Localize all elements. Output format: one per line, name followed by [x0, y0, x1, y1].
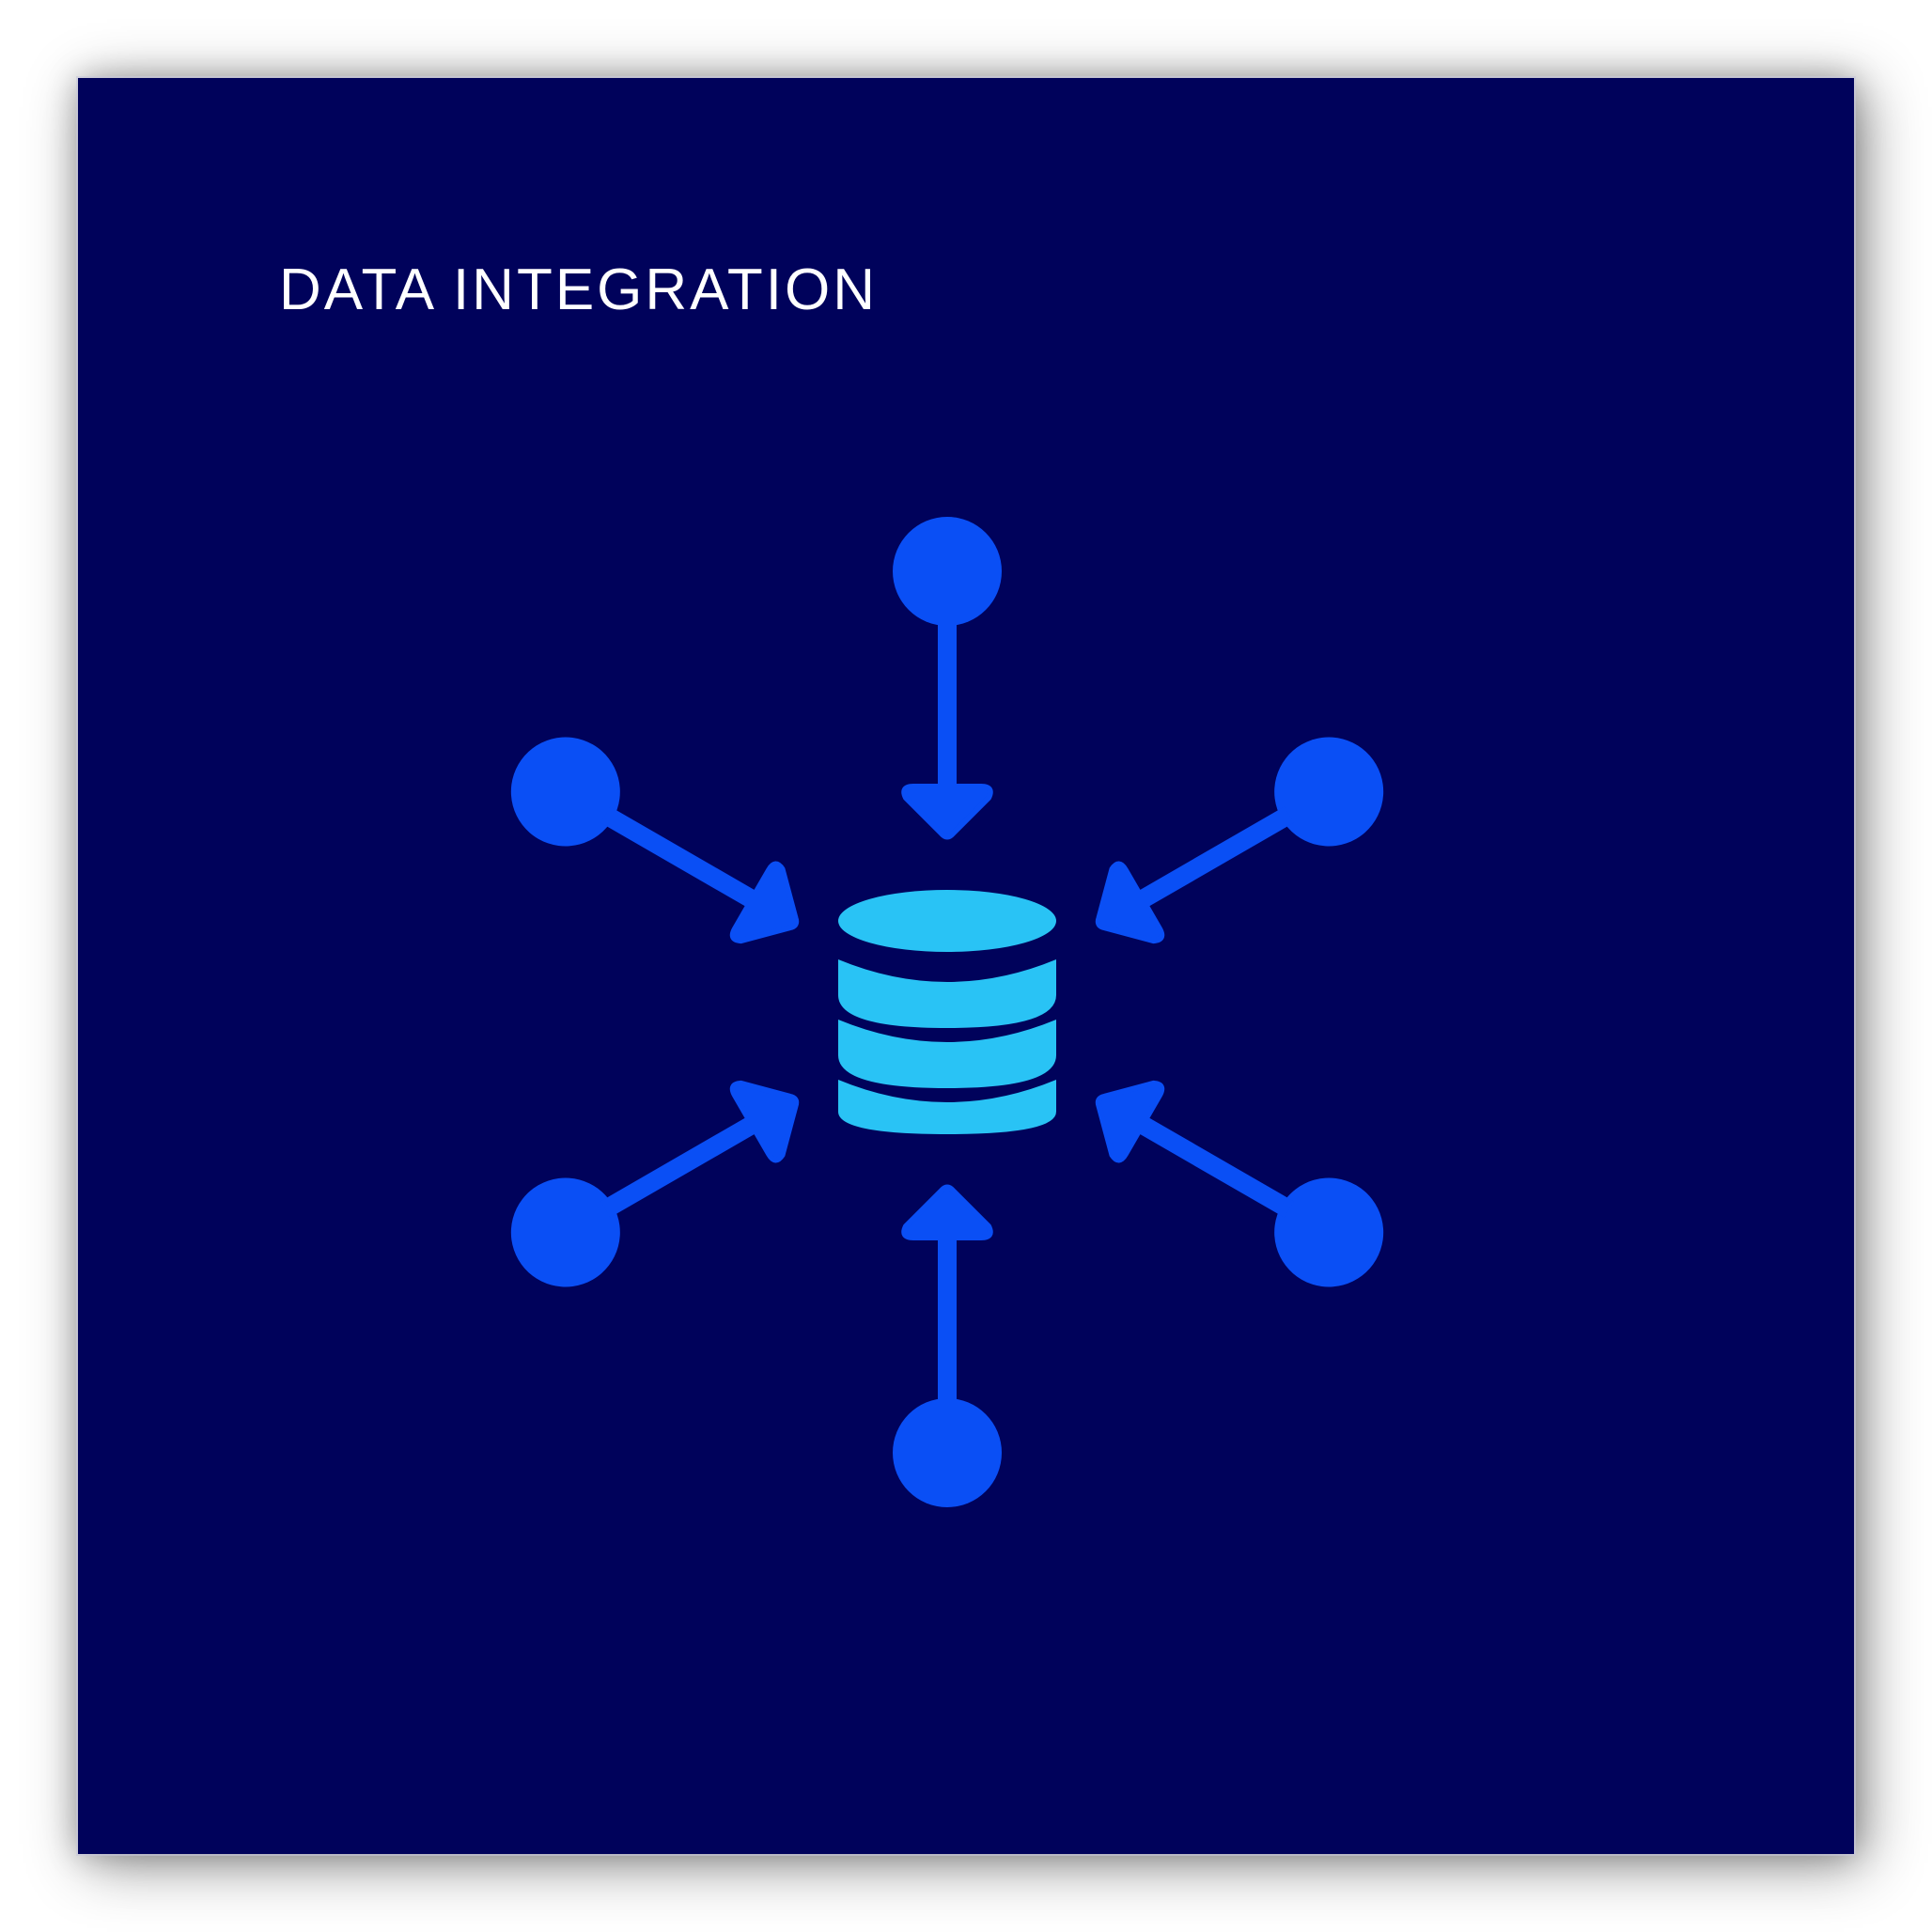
source-node-top-right	[1072, 717, 1404, 972]
source-node-bottom-right	[1072, 1052, 1404, 1307]
source-node-top	[893, 517, 1002, 837]
page-title: DATA INTEGRATION	[279, 257, 879, 322]
database-icon	[838, 890, 1056, 1134]
poster-panel	[78, 78, 1854, 1854]
source-node-bottom	[893, 1188, 1002, 1508]
source-node-top-left	[491, 717, 823, 972]
source-node-bottom-left	[491, 1052, 823, 1307]
